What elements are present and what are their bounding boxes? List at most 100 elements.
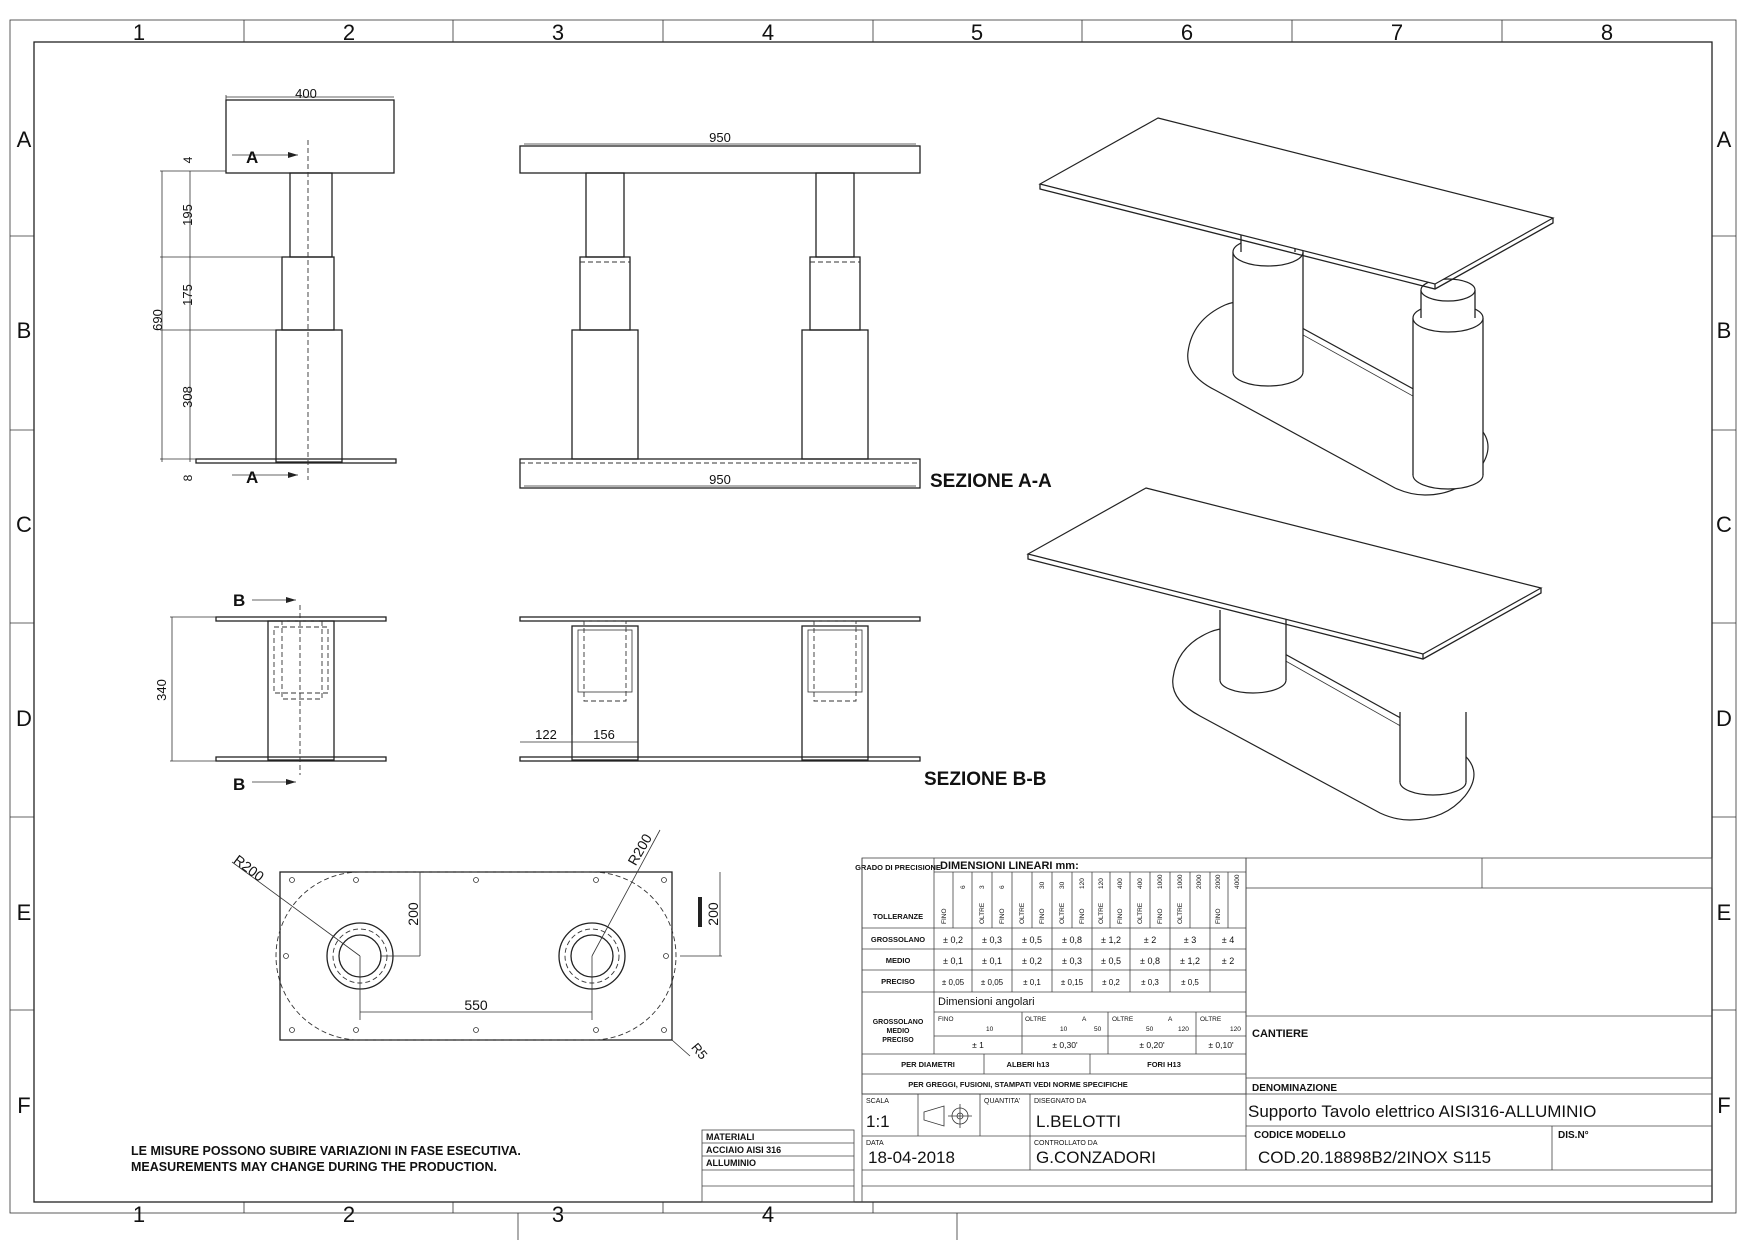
dim-front-195: 195 xyxy=(180,204,195,226)
tol-grado: GRADO DI PRECISIONE xyxy=(855,863,941,872)
grid-row-c-right: C xyxy=(1716,512,1732,537)
tol-g-6: ± 3 xyxy=(1184,935,1196,945)
grid-col-6: 6 xyxy=(1181,20,1193,45)
section-bb-title: SEZIONE B-B xyxy=(924,769,1046,790)
tol-angolari: Dimensioni angolari xyxy=(938,996,1035,1008)
grid-col-3: 3 xyxy=(552,20,564,45)
dim-front-8: 8 xyxy=(181,474,195,481)
grid-col-7: 7 xyxy=(1391,20,1403,45)
dim-aa-top-950: 950 xyxy=(709,130,731,145)
ang-head-1: 10 xyxy=(986,1026,994,1033)
greggi-note: PER GREGGI, FUSIONI, STAMPATI VEDI NORME… xyxy=(908,1080,1128,1089)
tol-row-grossolano: GROSSOLANO xyxy=(871,935,925,944)
tb-scala: 1:1 xyxy=(866,1112,890,1131)
ang-head-0: FINO xyxy=(938,1016,954,1023)
ang-head-3: A xyxy=(1082,1016,1087,1023)
dim-front-308: 308 xyxy=(180,386,195,408)
tol-rv-1: 3 xyxy=(979,885,986,889)
grid-row-a: A xyxy=(17,127,32,152)
tol-g-3: ± 0,8 xyxy=(1062,935,1082,945)
dim-side-340: 340 xyxy=(154,679,169,701)
title-block xyxy=(861,857,1713,1202)
grid-col-3-bottom: 3 xyxy=(552,1202,564,1227)
dim-aa-base-950: 950 xyxy=(709,472,731,487)
section-mark-a-top: A xyxy=(246,148,258,167)
grid-row-f-right: F xyxy=(1717,1093,1730,1118)
tol-p-4: ± 0,2 xyxy=(1102,978,1120,987)
tol-row-preciso: PRECISO xyxy=(881,977,915,986)
tol-rv-8: 400 xyxy=(1117,878,1124,889)
ang-grado-grossolano: GROSSOLANO xyxy=(873,1019,924,1026)
ang-val-2: ± 0,20' xyxy=(1139,1040,1165,1050)
tolerance-table xyxy=(861,857,1247,1095)
isometric-view-retracted xyxy=(1026,487,1543,821)
grid-row-b: B xyxy=(17,318,32,343)
tol-row-medio: MEDIO xyxy=(886,956,911,965)
tol-g-4: ± 1,2 xyxy=(1101,935,1121,945)
dim-plan-r200-left: R200 xyxy=(231,852,268,885)
grid-row-c: C xyxy=(16,512,32,537)
ang-head-7: A xyxy=(1168,1016,1173,1023)
tb-quantita-label: QUANTITA' xyxy=(984,1098,1020,1105)
tol-range-0: FINO xyxy=(941,908,948,924)
front-view xyxy=(160,95,397,480)
tol-m-2: ± 0,2 xyxy=(1022,956,1042,966)
tb-cantiere-label: CANTIERE xyxy=(1252,1028,1308,1040)
tol-rv-6: 120 xyxy=(1079,878,1086,889)
plan-view xyxy=(231,829,722,1057)
tol-range-2: FINO xyxy=(999,908,1006,924)
section-bb-view xyxy=(519,616,921,762)
ang-head-5: 50 xyxy=(1094,1026,1102,1033)
tol-rv-4: 30 xyxy=(1039,881,1046,889)
ang-head-11: 120 xyxy=(1230,1026,1241,1033)
dim-bb-122: 122 xyxy=(535,727,557,742)
grid-top-dividers xyxy=(10,20,1736,1240)
fori-h13: FORI H13 xyxy=(1147,1060,1181,1069)
tol-g-1: ± 0,3 xyxy=(982,935,1002,945)
ang-head-10: OLTRE xyxy=(1200,1016,1222,1023)
tol-rv-10: 1000 xyxy=(1157,874,1164,889)
tol-m-6: ± 1,2 xyxy=(1180,956,1200,966)
tol-rv-2: 6 xyxy=(999,885,1006,889)
tol-p-3: ± 0,15 xyxy=(1061,978,1084,987)
dim-plan-r200-right: R200 xyxy=(624,831,655,868)
tol-rv-0: 6 xyxy=(960,885,967,889)
tb-controllato-label: CONTROLLATO DA xyxy=(1034,1140,1098,1147)
tb-disegnato-label: DISEGNATO DA xyxy=(1034,1098,1087,1105)
grid-col-1-bottom: 1 xyxy=(133,1202,145,1227)
grid-row-e-right: E xyxy=(1717,900,1732,925)
tol-p-0: ± 0,05 xyxy=(942,978,965,987)
ang-val-0: ± 1 xyxy=(972,1040,984,1050)
dim-front-400: 400 xyxy=(295,86,317,101)
tol-range-3: OLTRE xyxy=(1019,902,1026,924)
materials-table xyxy=(701,1129,855,1203)
grid-row-d-right: D xyxy=(1716,706,1732,731)
ang-grado-medio: MEDIO xyxy=(887,1028,911,1035)
tb-scala-label: SCALA xyxy=(866,1098,889,1105)
section-mark-a-bottom: A xyxy=(246,468,258,487)
tol-range-7: OLTRE xyxy=(1098,902,1105,924)
material-steel: ACCIAIO AISI 316 xyxy=(706,1145,781,1155)
tol-rv-11: 1000 xyxy=(1177,874,1184,889)
tol-rv-13: 2000 xyxy=(1215,874,1222,889)
tol-p-5: ± 0,3 xyxy=(1141,978,1159,987)
section-aa-title: SEZIONE A-A xyxy=(930,471,1052,492)
tol-p-6: ± 0,5 xyxy=(1181,978,1199,987)
tol-rv-14: 4000 xyxy=(1234,874,1241,889)
dim-bb-156: 156 xyxy=(593,727,615,742)
tb-codice-label: CODICE MODELLO xyxy=(1254,1130,1346,1141)
ang-grado-preciso: PRECISO xyxy=(882,1037,914,1044)
tol-range-12: FINO xyxy=(1215,908,1222,924)
tb-controllato: G.CONZADORI xyxy=(1036,1148,1156,1167)
note-line-it: LE MISURE POSSONO SUBIRE VARIAZIONI IN F… xyxy=(131,1144,521,1158)
grid-row-e: E xyxy=(17,900,32,925)
material-aluminium: ALLUMINIO xyxy=(706,1158,756,1168)
dim-front-175: 175 xyxy=(180,284,195,306)
tol-range-4: FINO xyxy=(1039,908,1046,924)
ang-head-8: 50 xyxy=(1146,1026,1154,1033)
dim-plan-200-right: 200 xyxy=(705,902,721,926)
tol-m-1: ± 0,1 xyxy=(982,956,1002,966)
tol-lineari: DIMENSIONI LINEARI mm: xyxy=(940,860,1079,872)
tol-rv-12: 2000 xyxy=(1196,874,1203,889)
